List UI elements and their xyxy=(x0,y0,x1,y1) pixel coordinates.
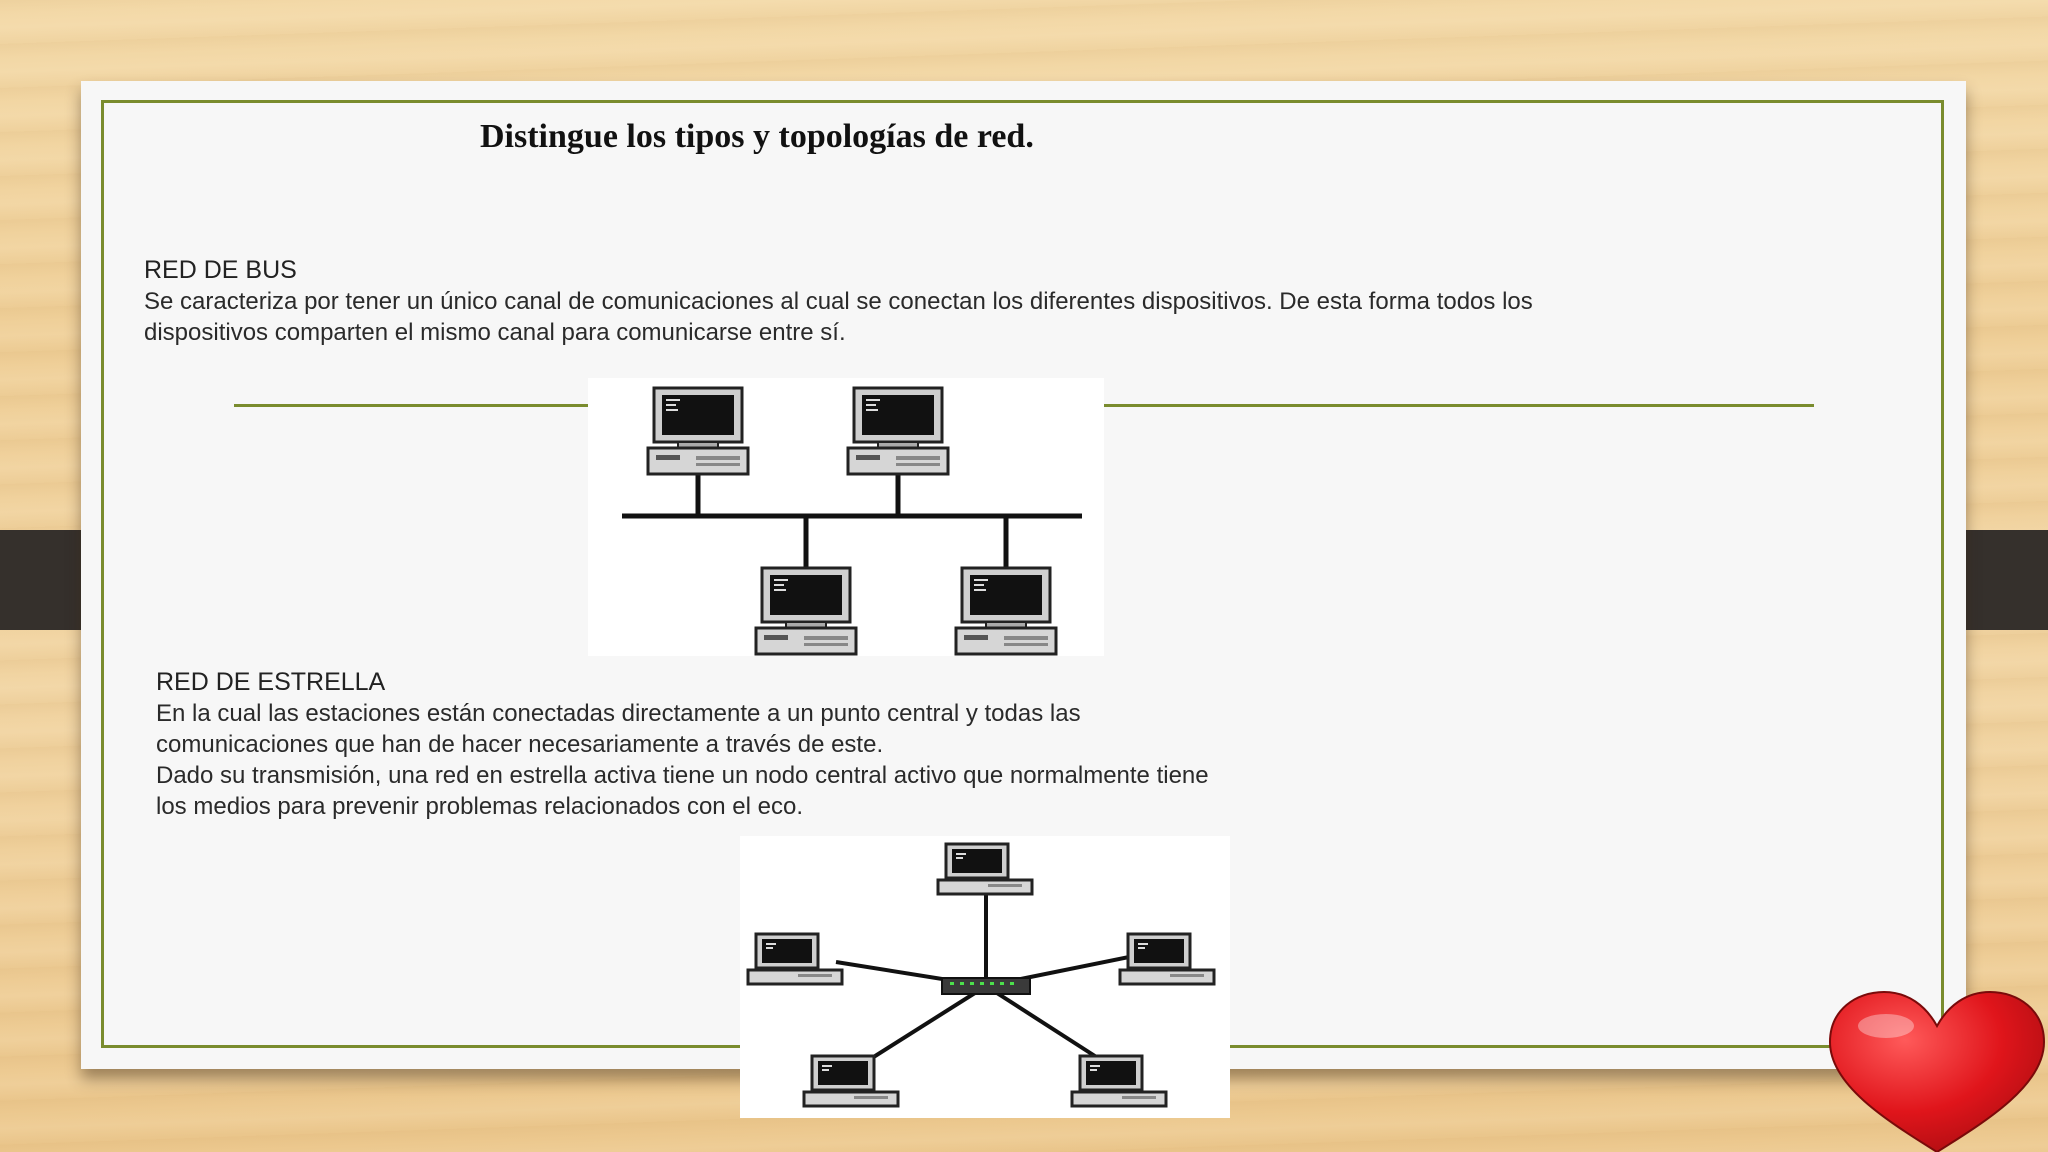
star-description: En la cual las estaciones están conectad… xyxy=(156,698,1236,822)
heart-icon xyxy=(1828,990,2046,1152)
bus-text: Se caracteriza por tener un único canal … xyxy=(144,288,1533,346)
star-paragraph-1: En la cual las estaciones están conectad… xyxy=(156,700,1081,758)
bus-description: Se caracteriza por tener un único canal … xyxy=(144,286,1544,348)
divider-right xyxy=(1104,404,1814,407)
star-paragraph-2: Dado su transmisión, una red en estrella… xyxy=(156,762,1209,820)
page-title: Distingue los tipos y topologías de red. xyxy=(480,118,1034,155)
bus-heading: RED DE BUS xyxy=(144,256,297,284)
hub-icon xyxy=(941,977,1031,995)
divider-left xyxy=(234,404,590,407)
bus-topology-diagram xyxy=(588,378,1104,656)
star-topology-diagram xyxy=(740,836,1230,1118)
star-heading: RED DE ESTRELLA xyxy=(156,668,386,696)
